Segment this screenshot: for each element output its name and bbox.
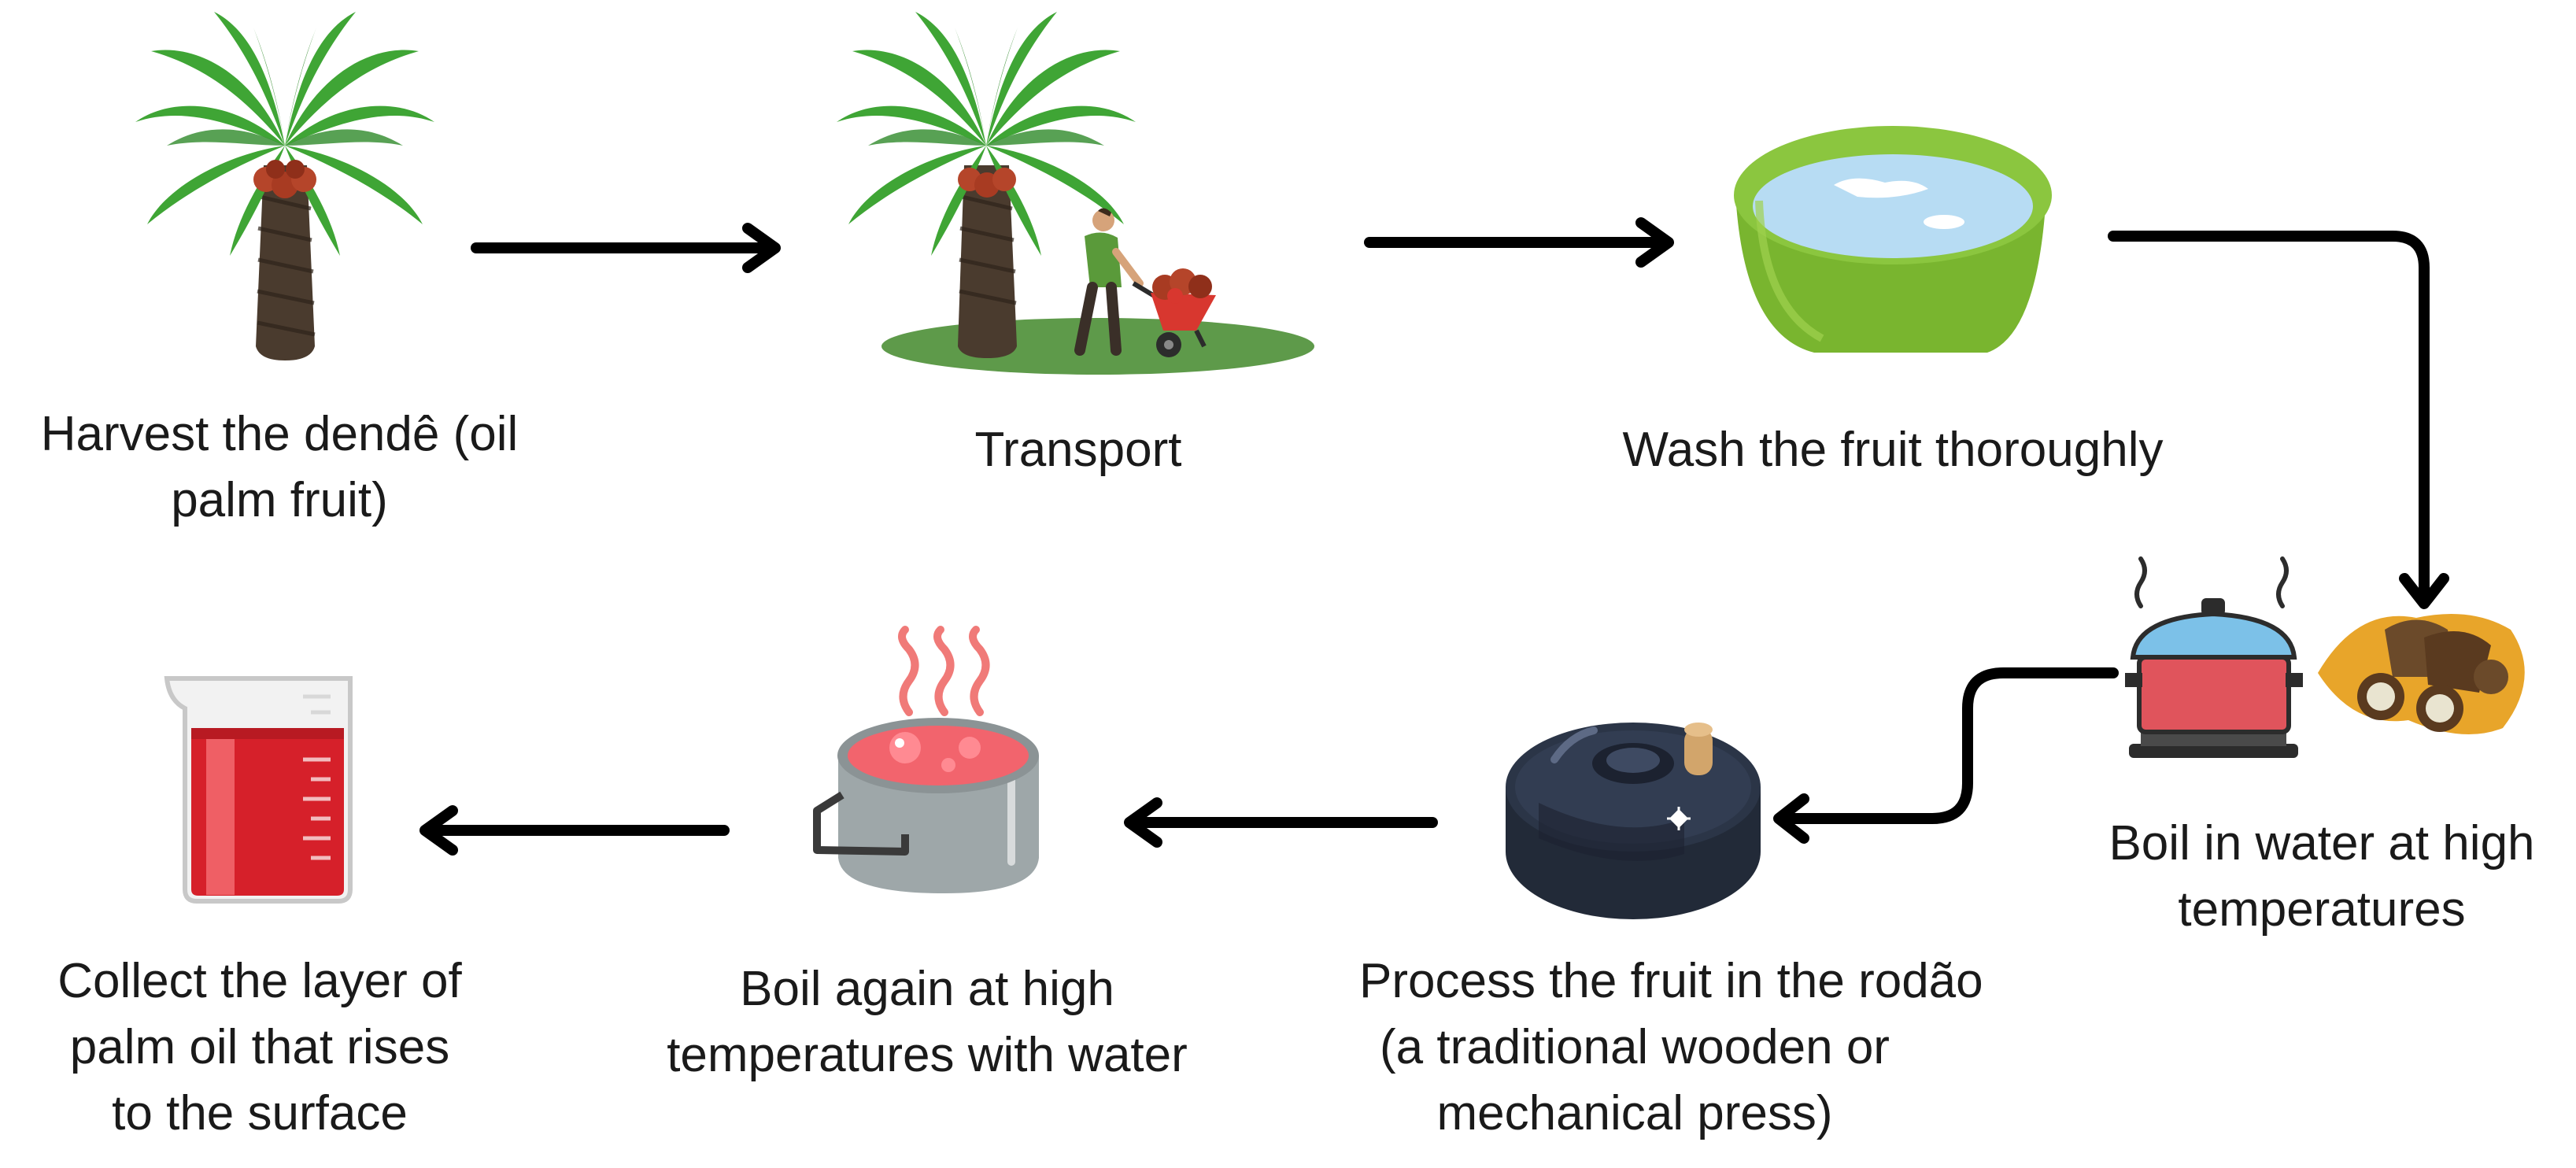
step-label-transport: Transport	[974, 423, 1182, 477]
arrow-1-to-2	[471, 223, 781, 273]
arrow-2-to-3	[1364, 217, 1674, 268]
oil-palm-tree-icon	[135, 12, 434, 360]
rodao-press-icon	[1506, 723, 1761, 919]
step-label-harvest: Harvest the dendê (oil palm fruit)	[40, 407, 519, 527]
arrow-3-to-4	[2108, 231, 2449, 609]
arrow-4-to-5	[1773, 667, 2119, 844]
arrow-5-to-6	[1124, 797, 1438, 848]
step-label-wash: Wash the fruit thoroughly	[1622, 423, 2164, 477]
step-label-collect-oil: Collect the layer of palm oil that rises…	[57, 954, 462, 1140]
boiling-pot-palm-fruit-icon	[2125, 556, 2525, 758]
arrow-6-to-7	[419, 805, 730, 856]
boiling-red-pot-icon	[813, 626, 1039, 893]
step-label-process-rodao: Process the fruit in the rodão (a tradit…	[1359, 954, 1983, 1140]
step-label-boil-first: Boil in water at high temperatures	[2108, 816, 2535, 937]
transport-wheelbarrow-icon	[837, 12, 1314, 375]
step-label-boil-again: Boil again at high temperatures with wat…	[667, 962, 1188, 1082]
beaker-palm-oil-icon	[164, 676, 353, 904]
wash-basin-icon	[1734, 126, 2052, 353]
